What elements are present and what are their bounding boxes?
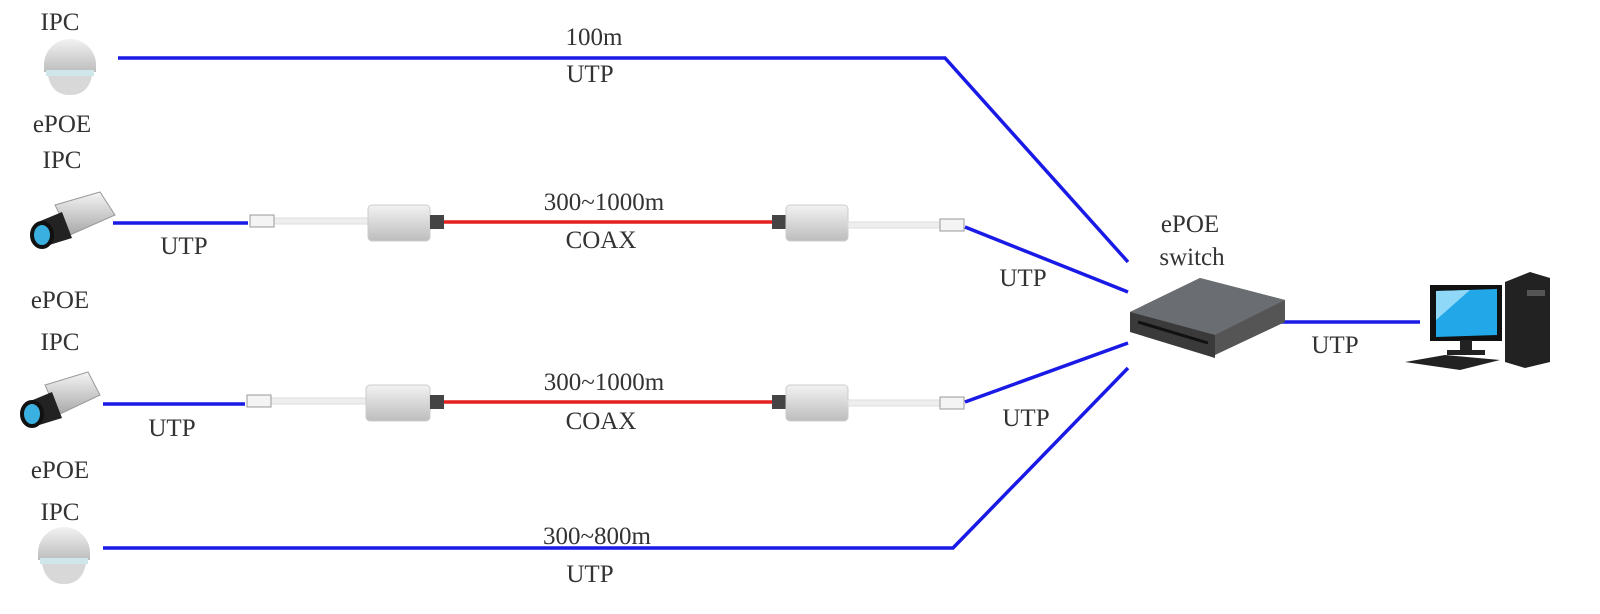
utp-line-bottom: [103, 366, 1130, 550]
box-camera-icon: [20, 371, 101, 428]
utp-line-switch-1: [964, 225, 1129, 294]
cam1-cable-label: UTP: [160, 233, 207, 260]
epoe-adapter-icon: [785, 204, 849, 242]
pc-cable-label: UTP: [1311, 332, 1358, 359]
switch-label-line2: switch: [1159, 244, 1225, 271]
rj45-connector-icon: [939, 396, 965, 410]
ipc-label: IPC: [41, 9, 80, 36]
epoe-switch-icon: [1130, 278, 1285, 358]
rj45-connector-icon: [246, 394, 272, 408]
coax1-distance-label: 300~1000m: [544, 189, 665, 216]
bottom-cable-label: UTP: [566, 561, 613, 588]
epoe-extender-set-1: [249, 204, 965, 242]
coax2-distance-label: 300~1000m: [544, 369, 665, 396]
top-cable-label: UTP: [566, 61, 613, 88]
epoe-ipc-label-2-line2: IPC: [41, 329, 80, 356]
dome-camera-icon: [44, 39, 96, 95]
epoe-ipc-label-3-line2: IPC: [41, 499, 80, 526]
cam2-cable-label: UTP: [148, 415, 195, 442]
epoe-ipc-label-1-line1: ePOE: [33, 111, 91, 138]
coax1-cable-label: COAX: [566, 227, 637, 254]
utp-line-switch-2: [964, 341, 1129, 404]
coax2-switch-cable-label: UTP: [1002, 405, 1049, 432]
coax1-switch-cable-label: UTP: [999, 265, 1046, 292]
desktop-computer-icon: [1405, 272, 1550, 370]
epoe-ipc-label-1-line2: IPC: [43, 147, 82, 174]
epoe-adapter-icon: [785, 384, 849, 422]
epoe-extender-set-2: [246, 384, 965, 422]
rj45-connector-icon: [249, 214, 275, 228]
epoe-ipc-label-3-line1: ePOE: [31, 457, 89, 484]
bottom-distance-label: 300~800m: [543, 523, 652, 550]
top-distance-label: 100m: [566, 24, 624, 51]
epoe-ipc-label-2-line1: ePOE: [31, 287, 89, 314]
epoe-adapter-icon: [367, 204, 431, 242]
switch-label-line1: ePOE: [1161, 211, 1219, 238]
dome-camera-icon: [38, 527, 90, 584]
epoe-adapter-icon: [365, 384, 431, 422]
box-camera-icon: [30, 191, 116, 249]
coax2-cable-label: COAX: [566, 408, 637, 435]
rj45-connector-icon: [939, 218, 965, 232]
utp-line-top: [118, 56, 1130, 264]
